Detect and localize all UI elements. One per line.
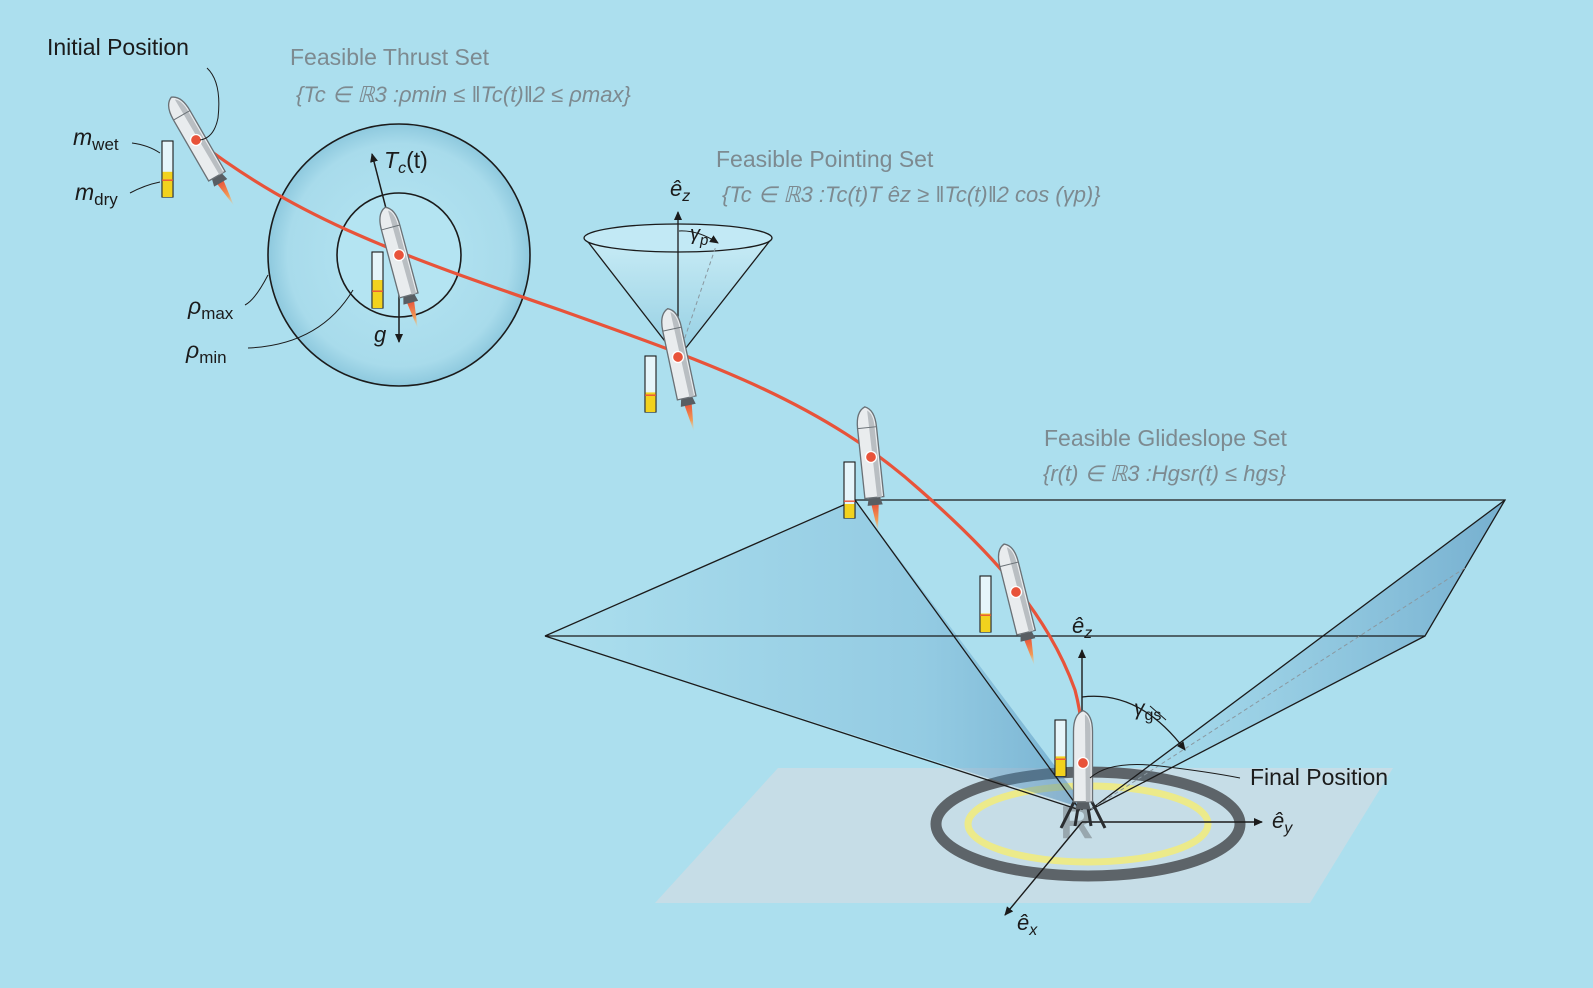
initial-position-label: Initial Position — [47, 34, 189, 60]
landing-plane — [655, 768, 1393, 903]
fuel-gauge-icon — [371, 251, 384, 309]
thrust-set-formula: {Tc ∈ ℝ3 :ρmin ≤ ‖Tc(t)‖2 ≤ ρmax} — [296, 82, 631, 107]
rocket-icon — [1059, 709, 1107, 829]
rho-max-label: ρmax — [187, 293, 234, 323]
fuel-gauge-fill — [980, 613, 991, 632]
ez-pointing-label: êz — [670, 176, 690, 205]
rocket-icon — [994, 541, 1045, 669]
m-dry-label: mdry — [75, 179, 118, 209]
fuel-gauge-icon — [843, 461, 856, 519]
rocket-icon — [162, 91, 243, 212]
glideslope-set-formula: {r(t) ∈ ℝ3 :Hgsr(t) ≤ hgs} — [1043, 461, 1287, 486]
fuel-gauge-fill — [162, 171, 173, 197]
m-wet-label: mwet — [73, 124, 119, 154]
thrust-set-title: Feasible Thrust Set — [290, 44, 490, 70]
gravity-label: g — [374, 322, 387, 347]
final-position-leader — [1089, 764, 1241, 779]
gamma-p-arc — [678, 230, 719, 244]
ey-label: êy — [1272, 808, 1293, 837]
trajectory-points — [189, 133, 1090, 770]
gamma-p-label: γp — [690, 223, 708, 249]
fuel-gauge-icon — [161, 140, 174, 198]
fuel-gauges — [161, 140, 1067, 777]
thrust-vector-label: Tc(t) — [384, 147, 428, 177]
ex-label: êx — [1017, 910, 1038, 939]
initial-position-leader — [199, 67, 220, 141]
gamma-gs-arc — [1081, 695, 1186, 751]
trajectory-path — [195, 138, 1085, 761]
fuel-gauge-icon — [1054, 719, 1067, 777]
fuel-gauge-fill — [372, 280, 383, 308]
ex-axis — [1004, 821, 1083, 916]
fuel-gauge-icon — [644, 355, 657, 413]
fuel-gauge-icon — [979, 575, 992, 633]
gamma-gs-label: γgs — [1134, 697, 1161, 724]
pointing-cone — [583, 211, 773, 359]
fuel-gauge-fill — [645, 392, 656, 412]
fuel-gauge-fill — [844, 504, 855, 518]
rho-min-label: ρmin — [185, 337, 227, 367]
pointing-set-formula: {Tc ∈ ℝ3 :Tc(t)T êz ≥ ‖Tc(t)‖2 cos (γp)} — [722, 182, 1101, 207]
glideslope-set-title: Feasible Glideslope Set — [1044, 425, 1288, 451]
ez-label: êz — [1072, 613, 1092, 642]
glideslope-cone — [544, 499, 1507, 811]
final-position-label: Final Position — [1250, 764, 1388, 790]
fuel-gauge-fill — [1055, 756, 1066, 776]
pointing-set-title: Feasible Pointing Set — [716, 146, 934, 172]
